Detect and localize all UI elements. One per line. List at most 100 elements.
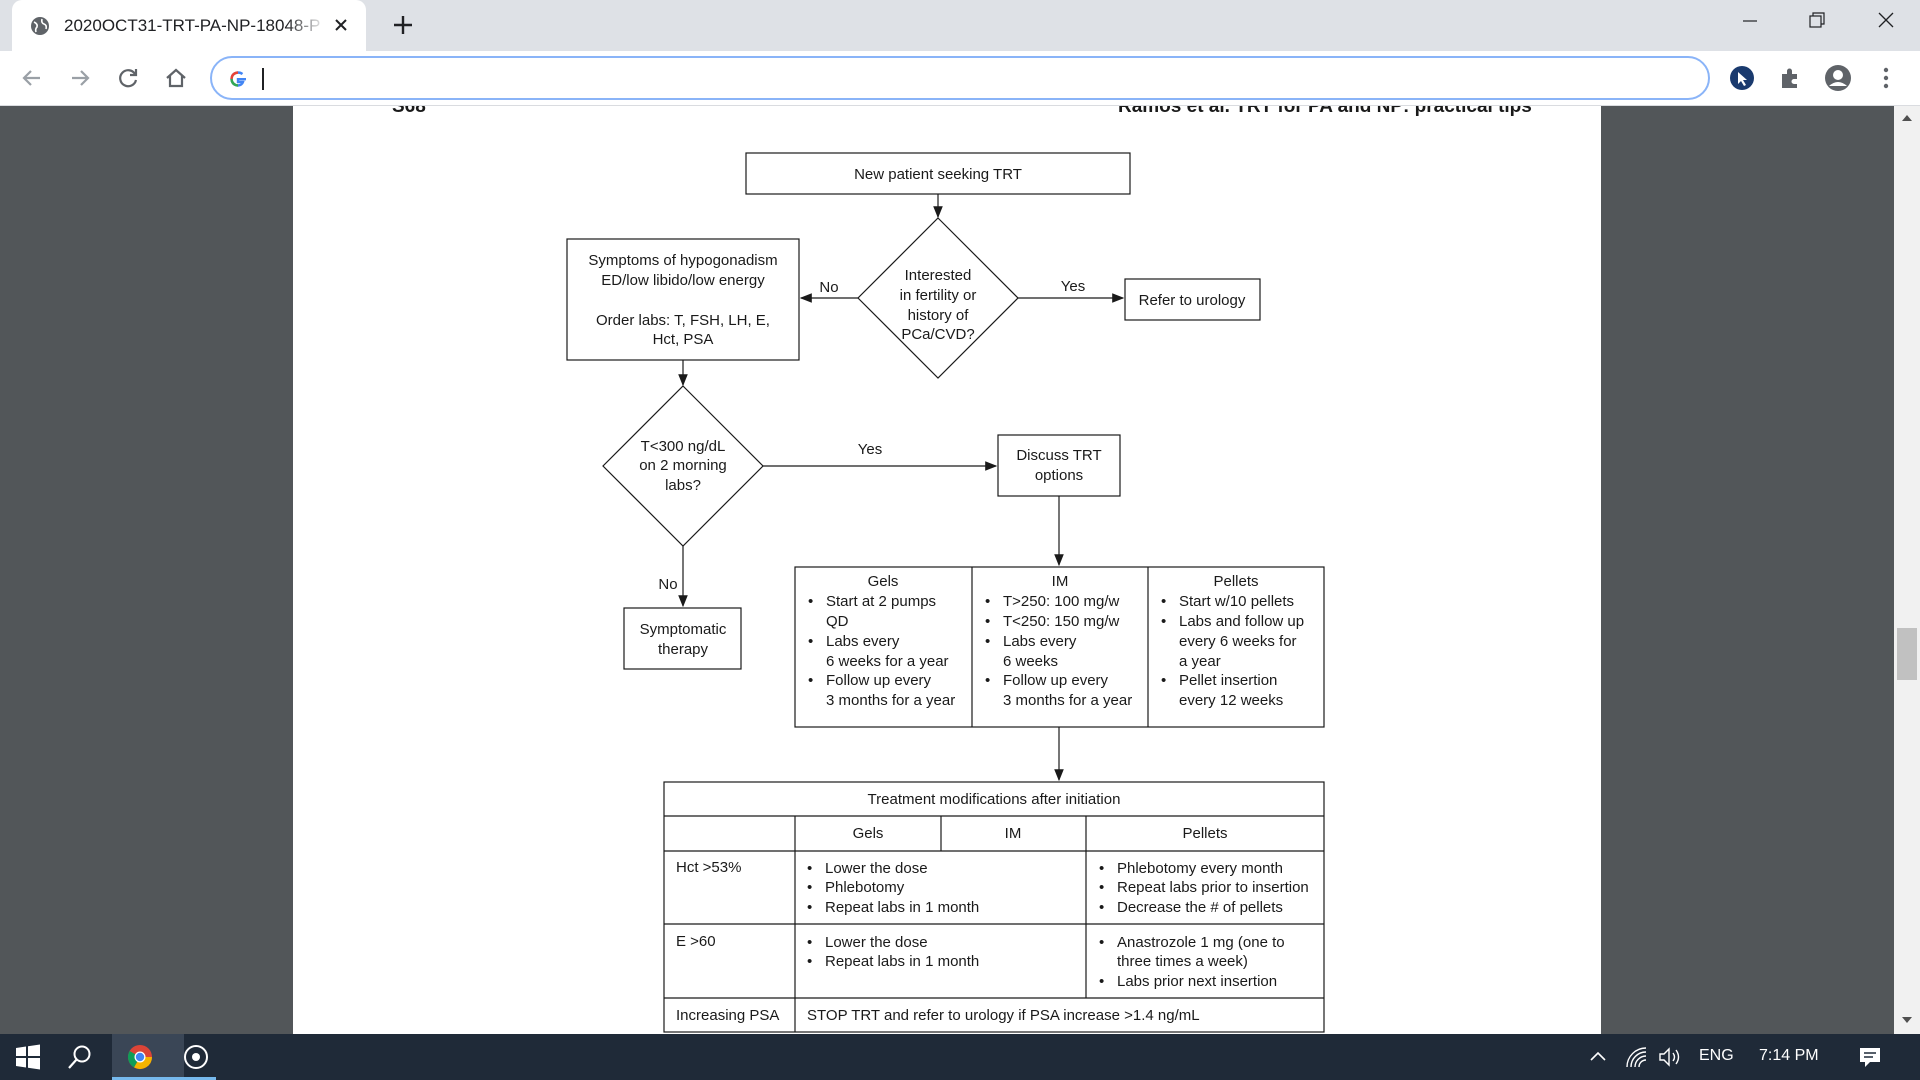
clock[interactable]: 7:14 PM	[1759, 1047, 1819, 1064]
reload-icon[interactable]	[114, 64, 142, 92]
row-psa-text: STOP TRT and refer to urology if PSA inc…	[807, 1007, 1200, 1024]
bullet: •	[808, 633, 813, 650]
bullet: •	[1099, 934, 1104, 951]
volume-icon[interactable]	[1656, 1043, 1684, 1071]
scrollbar-thumb[interactable]	[1897, 628, 1917, 680]
notifications-icon[interactable]	[1856, 1043, 1884, 1071]
bullet: •	[807, 934, 812, 951]
im-item: 3 months for a year	[1003, 692, 1132, 709]
pellets-item: a year	[1179, 653, 1221, 670]
bullet: •	[807, 953, 812, 970]
gels-item: Start at 2 pumps	[826, 593, 936, 610]
window-close-icon[interactable]	[1866, 8, 1906, 34]
address-input[interactable]	[260, 66, 1680, 90]
address-bar[interactable]	[210, 56, 1710, 100]
bullet: •	[985, 633, 990, 650]
restore-icon[interactable]	[1796, 8, 1836, 34]
scroll-up-icon[interactable]	[1900, 112, 1914, 124]
tab-strip: 2020OCT31-TRT-PA-NP-18048-P	[0, 0, 1920, 51]
no-label: No	[819, 279, 838, 296]
pellets-item: Pellet insertion	[1179, 672, 1277, 689]
start-text: New patient seeking TRT	[854, 166, 1022, 183]
symptomatic-box	[623, 607, 742, 670]
running-header: Ramos et al. TRT for PA and NP: practica…	[1118, 106, 1532, 117]
row-psa-label: Increasing PSA	[676, 1007, 779, 1024]
globe-icon	[31, 16, 49, 35]
modifications-table	[663, 781, 1325, 1033]
scroll-down-icon[interactable]	[1900, 1014, 1914, 1026]
chevron-up-icon[interactable]	[1584, 1043, 1612, 1071]
row-hct-gels-im: Repeat labs in 1 month	[825, 899, 979, 916]
yes-label: Yes	[1061, 278, 1085, 295]
symptoms-line2: ED/low libido/low energy	[601, 272, 765, 289]
google-icon	[230, 71, 246, 87]
pellets-item: every 6 weeks for	[1179, 633, 1297, 650]
bullet: •	[1161, 593, 1166, 610]
wifi-icon[interactable]	[1622, 1043, 1650, 1071]
row-e-pellets: three times a week)	[1117, 953, 1248, 970]
menu-kebab-icon[interactable]	[1872, 64, 1900, 92]
taskbar-chrome-active	[112, 1034, 184, 1080]
language-indicator[interactable]: ENG	[1699, 1047, 1734, 1064]
row-hct-pellets: Decrease the # of pellets	[1117, 899, 1283, 916]
row-hct-gels-im: Phlebotomy	[825, 879, 905, 896]
close-icon[interactable]	[330, 14, 352, 36]
pdf-viewer[interactable]: S68 Ramos et al. TRT for PA and NP: prac…	[0, 106, 1920, 1034]
bullet: •	[807, 879, 812, 896]
im-item: Labs every	[1003, 633, 1077, 650]
discuss-line1: Discuss TRT	[1016, 447, 1101, 464]
tab-title: 2020OCT31-TRT-PA-NP-18048-P	[64, 15, 321, 35]
minimize-icon[interactable]	[1730, 8, 1770, 34]
bullet: •	[1161, 613, 1166, 630]
mods-col-gels: Gels	[853, 825, 884, 842]
bullet: •	[1161, 672, 1166, 689]
back-icon[interactable]	[18, 64, 46, 92]
im-title: IM	[1052, 573, 1069, 590]
text-caret	[262, 68, 264, 90]
profile-avatar-icon[interactable]	[1824, 64, 1852, 92]
windows-taskbar: ENG 7:14 PM	[0, 1034, 1920, 1080]
recorder-icon[interactable]	[182, 1043, 210, 1071]
row-hct-gels-im: Lower the dose	[825, 860, 928, 877]
im-item: T<250: 150 mg/w	[1003, 613, 1119, 630]
gels-item: Follow up every	[826, 672, 932, 689]
gels-item: Labs every	[826, 633, 900, 650]
new-tab-icon[interactable]	[390, 12, 416, 38]
extensions-puzzle-icon[interactable]	[1776, 64, 1804, 92]
symptomatic-line2: therapy	[658, 641, 709, 658]
home-icon[interactable]	[162, 64, 190, 92]
vertical-scrollbar[interactable]	[1894, 106, 1920, 1034]
decision1-line2: in fertility or	[900, 287, 977, 304]
windows-start-icon[interactable]	[14, 1043, 42, 1071]
bullet: •	[985, 613, 990, 630]
pdf-page: S68 Ramos et al. TRT for PA and NP: prac…	[293, 106, 1601, 1034]
search-icon[interactable]	[66, 1043, 94, 1071]
row-hct-pellets: Repeat labs prior to insertion	[1117, 879, 1309, 896]
bullet: •	[808, 672, 813, 689]
symptoms-line5: Hct, PSA	[653, 331, 714, 348]
browser-tab[interactable]: 2020OCT31-TRT-PA-NP-18048-P	[12, 0, 366, 51]
mods-title: Treatment modifications after initiation	[868, 791, 1121, 808]
shape	[1809, 15, 1822, 28]
bullet: •	[1099, 879, 1104, 896]
gels-item: 3 months for a year	[826, 692, 955, 709]
mods-col-pellets: Pellets	[1182, 825, 1227, 842]
extension-cursor-icon[interactable]	[1728, 64, 1756, 92]
decision2-line3: labs?	[665, 477, 701, 494]
bullet: •	[1099, 899, 1104, 916]
im-item: 6 weeks	[1003, 653, 1058, 670]
browser-toolbar	[0, 51, 1920, 106]
discuss-box	[997, 434, 1121, 497]
chrome-icon[interactable]	[126, 1043, 154, 1071]
symptoms-line1: Symptoms of hypogonadism	[588, 252, 777, 269]
row-e-pellets: Labs prior next insertion	[1117, 973, 1277, 990]
forward-icon[interactable]	[66, 64, 94, 92]
refer-text: Refer to urology	[1139, 292, 1246, 309]
decision1-line4: PCa/CVD?	[901, 326, 974, 343]
row-hct-pellets: Phlebotomy every month	[1117, 860, 1283, 877]
bullet: •	[985, 672, 990, 689]
im-item: Follow up every	[1003, 672, 1109, 689]
gels-item: QD	[826, 613, 849, 630]
symptoms-line4: Order labs: T, FSH, LH, E,	[596, 312, 770, 329]
row-e-pellets: Anastrozole 1 mg (one to	[1117, 934, 1285, 951]
